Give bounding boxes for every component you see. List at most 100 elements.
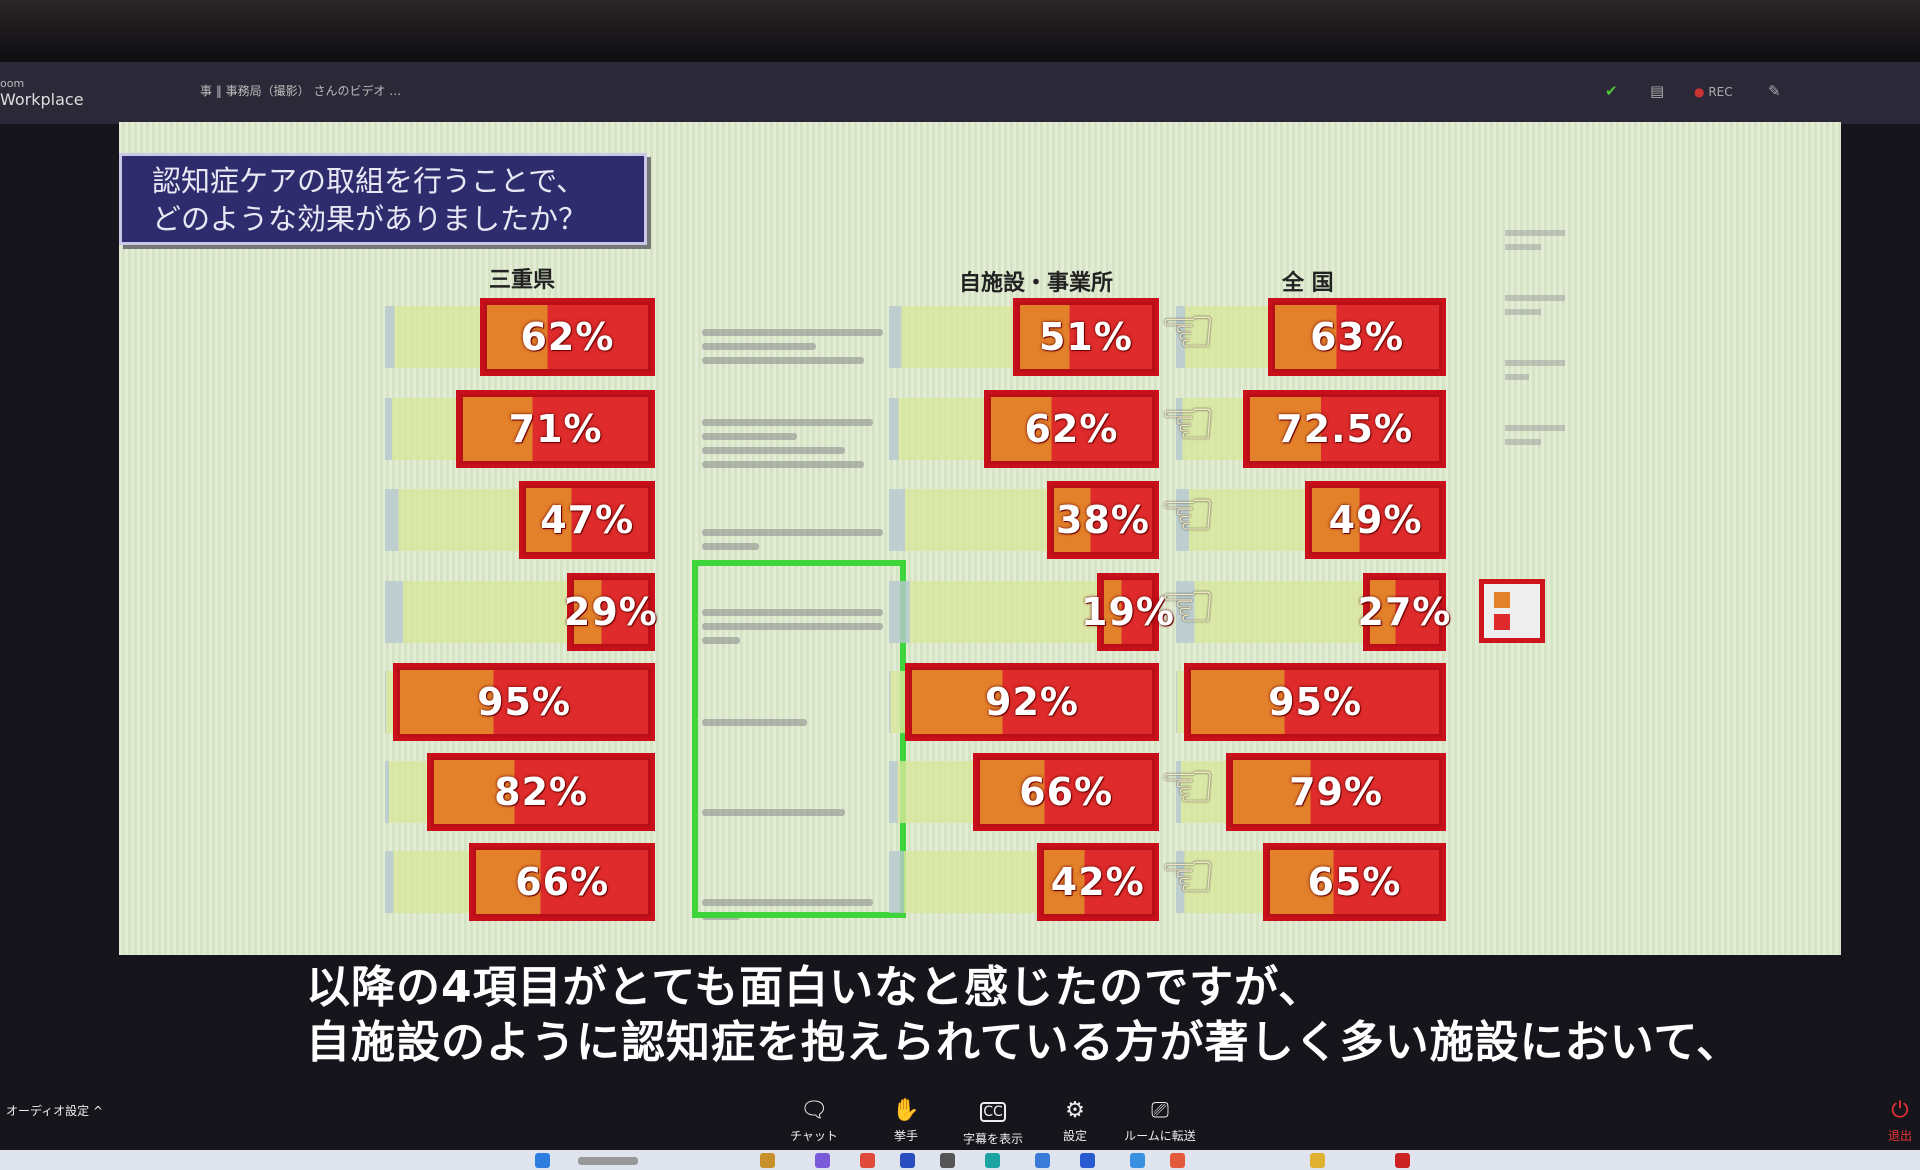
meeting-title[interactable]: 事 ‖ 事務局（撮影） さんのビデオ …	[200, 84, 402, 98]
cc-icon: CC	[980, 1102, 1006, 1122]
chat-label: チャット	[790, 1129, 838, 1143]
logo-small: oom	[0, 77, 25, 90]
bar-value-label: 79%	[1289, 770, 1384, 814]
bar-value-label: 51%	[1038, 315, 1133, 359]
bar-remainder-national	[1176, 581, 1363, 643]
taskbar-app-icon[interactable]	[1035, 1153, 1050, 1168]
slide-title-line1: 認知症ケアの取組を行うことで、	[152, 164, 585, 198]
bar-national-q7: 65%	[1263, 843, 1446, 921]
bar-self-q7: 42%	[1036, 843, 1159, 921]
bar-mie-q3: 47%	[519, 481, 655, 559]
bar-remainder-national	[1176, 671, 1185, 733]
taskbar-app-icon[interactable]	[1395, 1153, 1410, 1168]
bar-remainder-mie	[385, 761, 428, 823]
leave-icon: ⏻	[1891, 1098, 1909, 1123]
chrome-icon[interactable]	[860, 1153, 875, 1168]
bar-national-q5: 95%	[1184, 663, 1446, 741]
settings-button[interactable]: ⚙設定	[1035, 1098, 1115, 1144]
bar-value-label: 92%	[985, 680, 1079, 724]
header-mie: 三重県	[489, 268, 556, 293]
bar-mie-q1: 62%	[479, 298, 655, 376]
taskbar-app-icon[interactable]	[760, 1153, 775, 1168]
slide-title: 認知症ケアの取組を行うことで、 どのような効果がありましたか？	[119, 153, 647, 245]
bar-self-q1: 51%	[1012, 298, 1159, 376]
question-text-5	[702, 712, 892, 733]
bar-value-label: 63%	[1310, 315, 1405, 359]
bar-national-q2: 72.5%	[1243, 390, 1446, 468]
bar-self-q4: 19%	[1081, 573, 1174, 651]
rec-indicator[interactable]: REC	[1708, 85, 1733, 99]
side-note-4	[1505, 417, 1565, 453]
bar-value-label: 42%	[1050, 860, 1145, 904]
bar-national-q4: 27%	[1358, 573, 1450, 651]
question-text-6	[702, 802, 892, 823]
shared-slide: 認知症ケアの取組を行うことで、 どのような効果がありましたか？ 三重県 自施設・…	[119, 122, 1841, 955]
zoom-icon[interactable]	[1080, 1153, 1095, 1168]
bar-remainder-self	[889, 671, 906, 733]
bar-mie-q4: 29%	[563, 573, 658, 651]
question-text-1	[702, 322, 892, 371]
bar-national-q1: 63%	[1268, 298, 1446, 376]
legend-swatch-red	[1494, 614, 1510, 630]
bar-mie-q6: 82%	[427, 753, 655, 831]
bar-value-label: 29%	[563, 590, 658, 634]
bar-value-label: 38%	[1056, 498, 1150, 542]
bar-value-label: 71%	[508, 407, 603, 451]
bar-national-q6: 79%	[1226, 753, 1446, 831]
annotate-pen-icon[interactable]: ✎	[1768, 82, 1781, 100]
highlight-box	[692, 560, 906, 918]
caption-line1: 以降の4項目がとても面白いなと感じたのですが、	[306, 962, 1324, 1013]
bar-value-label: 65%	[1307, 860, 1402, 904]
audio-settings-button[interactable]: オーディオ設定 ^	[6, 1104, 104, 1118]
side-note-1	[1505, 222, 1565, 258]
windows-taskbar	[0, 1150, 1920, 1170]
hand-icon: ✋	[892, 1098, 920, 1123]
bar-remainder-mie	[385, 581, 567, 643]
bar-value-label: 19%	[1081, 590, 1175, 634]
caption-line2: 自施設のように認知症を抱えられている方が著しく多い施設において、	[306, 1017, 1742, 1068]
taskbar-app-icon[interactable]	[900, 1153, 915, 1168]
bar-self-q6: 66%	[973, 753, 1159, 831]
bar-remainder-mie	[385, 671, 394, 733]
bar-remainder-self	[889, 851, 1037, 913]
header-national: 全 国	[1282, 271, 1334, 296]
meeting-top-bar	[0, 62, 1920, 124]
leave-label: 退出	[1887, 1129, 1912, 1143]
question-text-4	[702, 602, 892, 651]
live-caption: 以降の4項目がとても面白いなと感じたのですが、 自施設のように認知症を抱えられて…	[306, 960, 1741, 1070]
taskbar-app-icon[interactable]	[1130, 1153, 1145, 1168]
settings-label: 設定	[1062, 1129, 1087, 1143]
bar-remainder-self	[889, 581, 1098, 643]
bar-mie-q7: 66%	[469, 843, 655, 921]
header-self: 自施設・事業所	[959, 271, 1114, 296]
question-text-3	[702, 522, 892, 557]
taskbar-app-icon[interactable]	[815, 1153, 830, 1168]
bar-remainder-self	[889, 398, 984, 460]
encryption-shield-icon[interactable]: ✔	[1605, 82, 1618, 100]
taskbar-app-icon[interactable]	[940, 1153, 955, 1168]
bar-value-label: 66%	[1019, 770, 1114, 814]
bar-mie-q5: 95%	[393, 663, 655, 741]
bar-national-q3: 49%	[1305, 481, 1446, 559]
taskbar-search[interactable]	[578, 1157, 638, 1165]
bar-value-label: 82%	[494, 770, 589, 814]
bar-self-q5: 92%	[905, 663, 1159, 741]
bar-value-label: 62%	[1024, 407, 1119, 451]
monitor-bezel	[0, 0, 1920, 62]
chat-icon: 🗨	[800, 1098, 828, 1123]
raise-hand-button[interactable]: ✋挙手	[866, 1098, 946, 1144]
chat-button[interactable]: 🗨 チャット	[774, 1098, 854, 1144]
start-icon[interactable]	[535, 1153, 550, 1168]
room-transfer-button[interactable]: ⎚ルームに転送	[1120, 1098, 1200, 1144]
folder-icon[interactable]	[1310, 1153, 1325, 1168]
bar-self-q3: 38%	[1047, 481, 1159, 559]
document-icon[interactable]: ▤	[1650, 82, 1665, 100]
side-note-2	[1505, 287, 1565, 323]
room-transfer-label: ルームに転送	[1124, 1129, 1196, 1143]
leave-button[interactable]: ⏻ 退出	[1880, 1098, 1920, 1144]
edge-icon[interactable]	[985, 1153, 1000, 1168]
bar-value-label: 72.5%	[1276, 407, 1414, 451]
taskbar-app-icon[interactable]	[1170, 1153, 1185, 1168]
